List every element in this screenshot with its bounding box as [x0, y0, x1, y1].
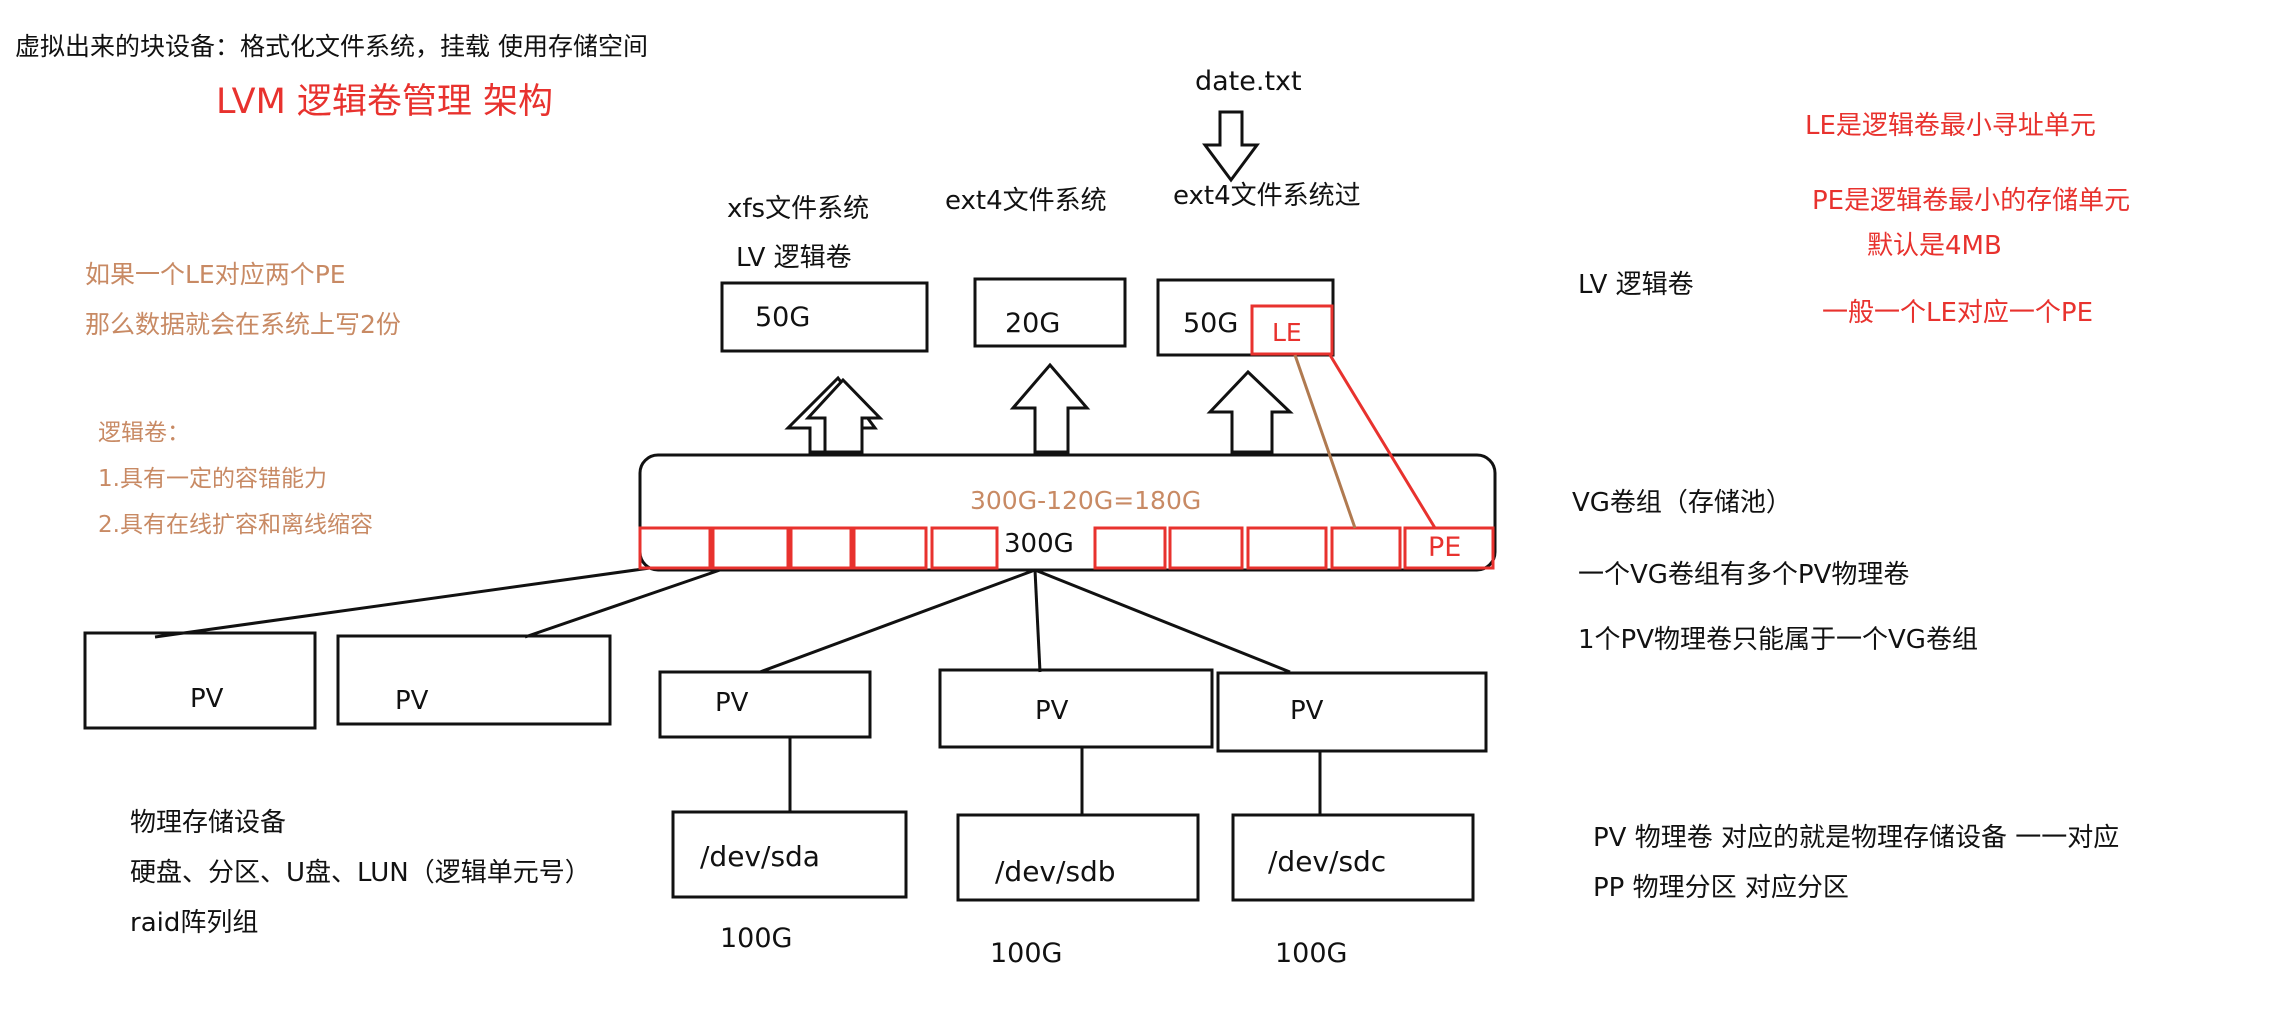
pv-vg-note: 1个PV物理卷只能属于一个VG卷组 [1578, 625, 1978, 655]
le-label: LE [1272, 318, 1302, 347]
lv-features-heading: 逻辑卷： [98, 420, 190, 446]
storage-heading: 物理存储设备 [130, 808, 287, 838]
pv-box-2 [336, 634, 612, 726]
fs-label-ext4-b: ext4文件系统过 [1173, 181, 1361, 211]
storage-types: 硬盘、分区、U盘、LUN（逻辑单元号） [130, 858, 591, 888]
device-size-sdb: 100G [990, 938, 1063, 969]
lv-box-2 [973, 277, 1127, 348]
vg-to-pv2-line [524, 568, 721, 639]
top-note: 虚拟出来的块设备：格式化文件系统，挂载 使用存储空间 [15, 32, 648, 61]
vg-pv-note: 一个VG卷组有多个PV物理卷 [1578, 560, 1910, 590]
pv-label-5: PV [1290, 696, 1324, 726]
lv-feature-2: 2.具有在线扩容和离线缩容 [98, 512, 373, 538]
pv-label-1: PV [190, 684, 224, 714]
lv-size-2: 20G [1005, 308, 1061, 339]
pe-strip [638, 526, 1495, 570]
pv-label-3: PV [715, 688, 749, 718]
pe-definition: PE是逻辑卷最小的存储单元 [1812, 186, 2131, 216]
fs-label-xfs: xfs文件系统 [727, 194, 870, 224]
vg-to-pv1-line [154, 566, 651, 639]
lv-feature-1: 1.具有一定的容错能力 [98, 466, 327, 492]
pp-description: PP 物理分区 对应分区 [1593, 873, 1849, 903]
lv-size-3: 50G [1183, 308, 1239, 339]
pv-box-3 [658, 670, 872, 739]
pv-label-4: PV [1035, 696, 1069, 726]
up-arrow-1-shape [804, 377, 884, 454]
le-pe-link-red [1328, 354, 1437, 529]
vg-label: VG卷组（存储池） [1572, 488, 1792, 518]
le-definition: LE是逻辑卷最小寻址单元 [1805, 111, 2096, 141]
le-pe-note-line2: 那么数据就会在系统上写2份 [85, 310, 401, 339]
device-size-sdc: 100G [1275, 938, 1348, 969]
device-box-sdc [1231, 813, 1475, 902]
vg-to-pv5-line [1034, 568, 1291, 674]
pe-label: PE [1428, 532, 1462, 563]
le-box [1250, 304, 1334, 356]
pe-default-size: 默认是4MB [1867, 231, 2002, 261]
down-arrow-shape [1202, 110, 1260, 183]
device-box-sda [671, 810, 908, 899]
device-name-sda: /dev/sda [700, 840, 820, 873]
up-arrow-3-shape [1206, 369, 1294, 454]
vg-to-pv4-line [1033, 569, 1042, 673]
lv-label-right: LV 逻辑卷 [1578, 270, 1694, 300]
pv-description: PV 物理卷 对应的就是物理存储设备 一一对应 [1593, 823, 2120, 853]
le-pe-mapping: 一般一个LE对应一个PE [1822, 298, 2094, 328]
device-name-sdc: /dev/sdc [1268, 845, 1387, 878]
le-pe-link-brown [1293, 354, 1357, 529]
file-label: date.txt [1195, 66, 1302, 97]
device-name-sdb: /dev/sdb [995, 855, 1116, 888]
le-pe-note-line1: 如果一个LE对应两个PE [85, 260, 346, 289]
vg-to-pv3-line [759, 568, 1036, 674]
lv-box-1 [720, 281, 929, 353]
pv-box-5 [1216, 671, 1488, 753]
pv-box-4 [938, 668, 1214, 749]
fs-label-ext4-a: ext4文件系统 [945, 186, 1107, 216]
vg-total-size: 300G [1000, 528, 1078, 560]
vg-capacity-calc: 300G-120G=180G [970, 486, 1202, 515]
lv-size-1: 50G [755, 302, 811, 333]
up-arrow-2-shape [1009, 362, 1091, 454]
device-size-sda: 100G [720, 923, 793, 954]
storage-raid: raid阵列组 [130, 908, 259, 938]
lv-label-top: LV 逻辑卷 [736, 243, 852, 273]
pv-label-2: PV [395, 686, 429, 716]
page-title: LVM 逻辑卷管理 架构 [216, 82, 554, 122]
pv-box-1 [83, 631, 317, 730]
volume-group-box [638, 453, 1497, 572]
device-box-sdb [956, 813, 1200, 902]
